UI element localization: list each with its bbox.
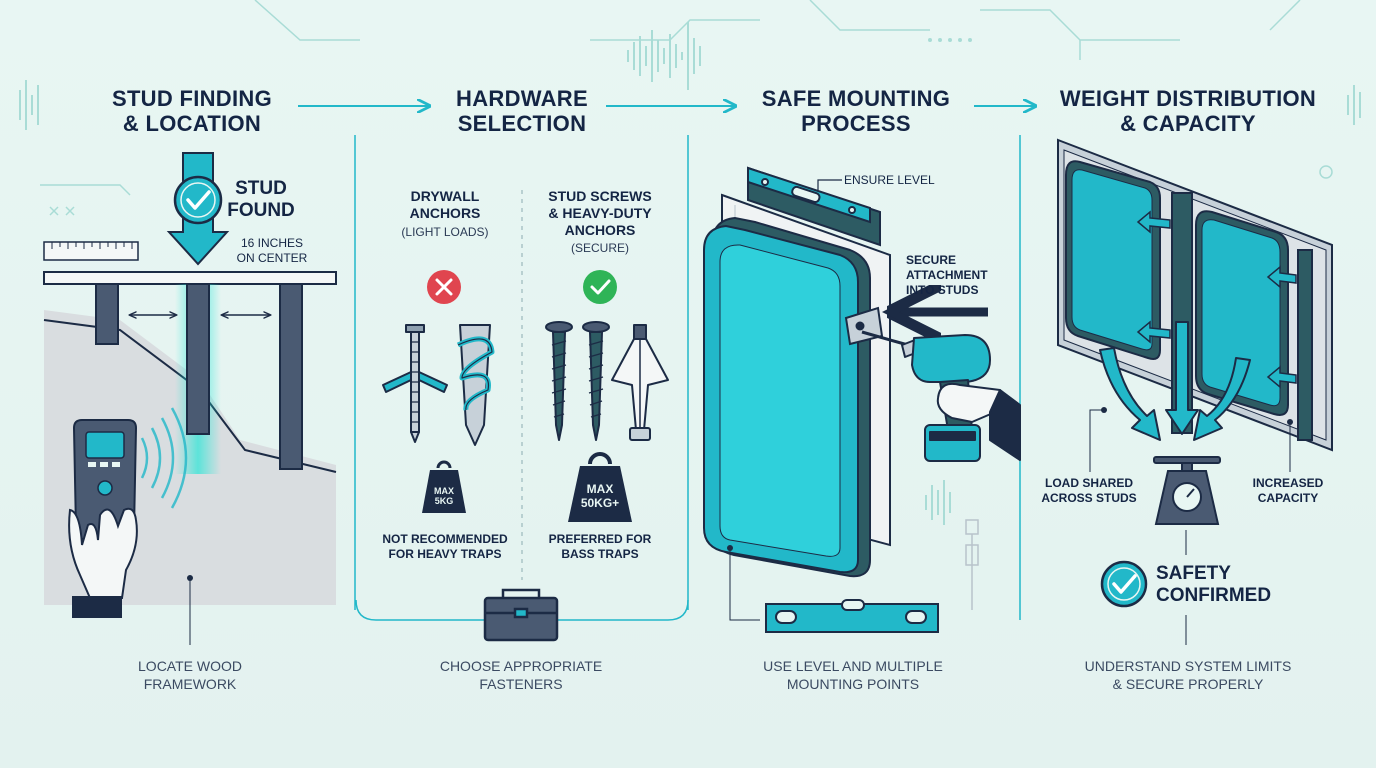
weight-icon-heavy — [568, 452, 632, 522]
screw-icon — [545, 321, 573, 441]
check-icon-secure — [583, 270, 617, 304]
level-icon — [747, 166, 881, 247]
level-label: ENSURE LEVEL — [844, 173, 935, 187]
step-4-caption: UNDERSTAND SYSTEM LIMITS& SECURE PROPERL… — [1084, 658, 1292, 692]
decor-x-marks — [49, 206, 75, 216]
decor-lines — [40, 0, 1301, 196]
level-callout-line — [817, 179, 842, 190]
mounting-bracket — [844, 306, 909, 347]
step-4-title: WEIGHT DISTRIBUTION& CAPACITY — [1059, 86, 1317, 136]
check-icon — [173, 175, 223, 225]
leader-line-3 — [729, 548, 760, 621]
scale-icon — [1153, 456, 1221, 525]
decor-dots — [928, 38, 972, 42]
decor-waveforms — [19, 22, 1361, 525]
stud-finder-icon — [72, 419, 138, 541]
cross-icon — [427, 270, 461, 304]
plug-icon — [965, 519, 979, 610]
hand-icon-drill — [936, 382, 1021, 461]
support-arrows — [1136, 210, 1297, 389]
drop-icon — [1319, 165, 1333, 179]
check-icon-safety — [1100, 560, 1148, 608]
weight-icon — [422, 460, 466, 513]
ruler-icon — [43, 241, 139, 261]
drywall-anchor-icon — [456, 324, 495, 446]
toolbox-icon — [483, 588, 559, 642]
screw-icon-2 — [582, 321, 610, 441]
leader-line-4a — [1089, 409, 1104, 472]
bass-trap-panel — [703, 216, 871, 578]
load-arrows — [1099, 321, 1251, 441]
toggle-bolt-icon — [382, 324, 448, 443]
anchor-icon — [611, 324, 669, 441]
stud-screws-note: (SECURE) — [570, 241, 629, 255]
step-1-title: STUD FINDING& LOCATION — [111, 86, 273, 136]
hand-icon — [68, 507, 138, 618]
drywall-note: (LIGHT LOADS) — [401, 225, 489, 239]
panel-array — [1057, 138, 1333, 452]
signal-waves — [140, 407, 188, 509]
level-icon-bottom — [765, 599, 939, 633]
